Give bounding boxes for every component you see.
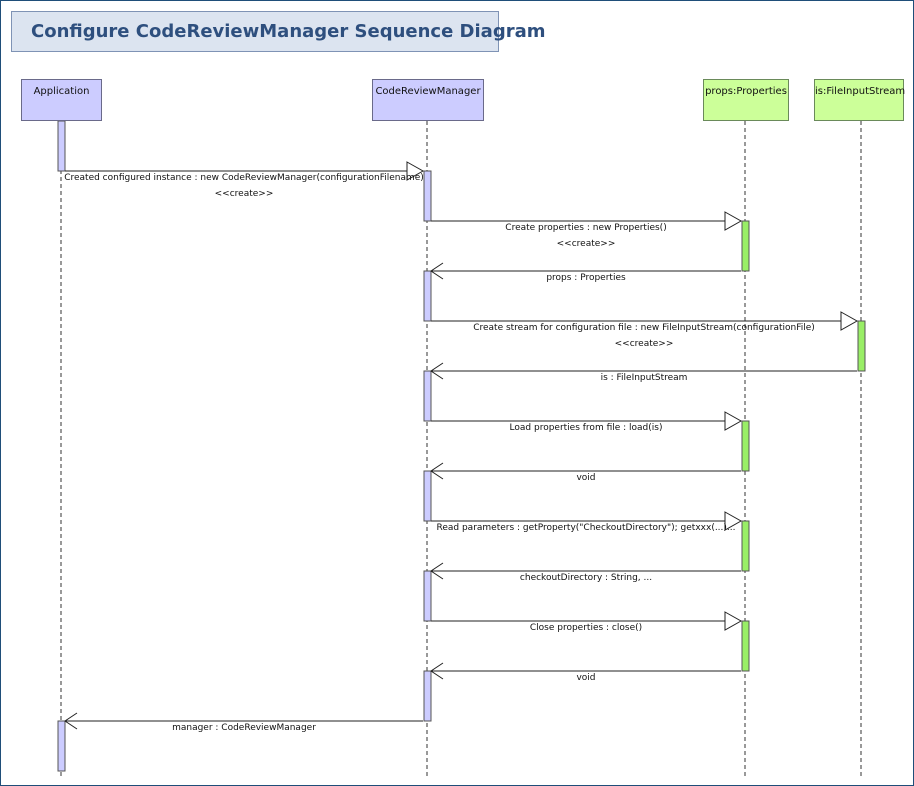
message-label: void bbox=[576, 473, 596, 483]
activation-bar bbox=[423, 670, 432, 722]
message-label: Created configured instance : new CodeRe… bbox=[64, 173, 424, 183]
message-label: Load properties from file : load(is) bbox=[509, 423, 663, 433]
activation-bar bbox=[423, 370, 432, 422]
message-stereotype: <<create>> bbox=[614, 339, 674, 349]
activation-bar bbox=[423, 170, 432, 222]
lifeline-head-codereviewmanager[interactable]: CodeReviewManager bbox=[372, 79, 484, 121]
call-arrowhead-icon bbox=[724, 611, 743, 631]
message-label: Create properties : new Properties() bbox=[505, 223, 667, 233]
message-stereotype: <<create>> bbox=[214, 189, 274, 199]
activation-bar bbox=[741, 620, 750, 672]
lifeline-head-application[interactable]: Application bbox=[21, 79, 102, 121]
message-label: Close properties : close() bbox=[529, 623, 643, 633]
return-arrowhead-icon bbox=[430, 662, 444, 680]
activation-bar bbox=[57, 120, 66, 172]
return-arrowhead-icon bbox=[430, 362, 444, 380]
return-arrowhead-icon bbox=[64, 712, 78, 730]
message-label: props : Properties bbox=[546, 273, 626, 283]
call-arrowhead-icon bbox=[724, 211, 743, 231]
activation-bar bbox=[57, 720, 66, 772]
message-label: Read parameters : getProperty("CheckoutD… bbox=[436, 523, 736, 533]
return-arrowhead-icon bbox=[430, 562, 444, 580]
return-arrowhead-icon bbox=[430, 262, 444, 280]
activation-bar bbox=[423, 270, 432, 322]
message-label: is : FileInputStream bbox=[600, 373, 688, 383]
message-label: manager : CodeReviewManager bbox=[172, 723, 316, 733]
activation-bar bbox=[741, 220, 750, 272]
call-arrowhead-icon bbox=[406, 161, 425, 181]
call-arrowhead-icon bbox=[724, 411, 743, 431]
message-label: checkoutDirectory : String, ... bbox=[519, 573, 653, 583]
activation-bar bbox=[741, 420, 750, 472]
message-label: void bbox=[576, 673, 596, 683]
activation-bar bbox=[423, 570, 432, 622]
activation-bar bbox=[857, 320, 866, 372]
lifeline-head-props[interactable]: props:Properties bbox=[703, 79, 789, 121]
lifeline-head-is[interactable]: is:FileInputStream bbox=[814, 79, 905, 121]
message-stereotype: <<create>> bbox=[556, 239, 616, 249]
return-arrowhead-icon bbox=[430, 462, 444, 480]
activation-bar bbox=[423, 470, 432, 522]
message-label: Create stream for configuration file : n… bbox=[473, 323, 815, 333]
diagram-title: Configure CodeReviewManager Sequence Dia… bbox=[11, 11, 545, 52]
activation-bar bbox=[741, 520, 750, 572]
call-arrowhead-icon bbox=[840, 311, 859, 331]
call-arrowhead-icon bbox=[724, 511, 743, 531]
